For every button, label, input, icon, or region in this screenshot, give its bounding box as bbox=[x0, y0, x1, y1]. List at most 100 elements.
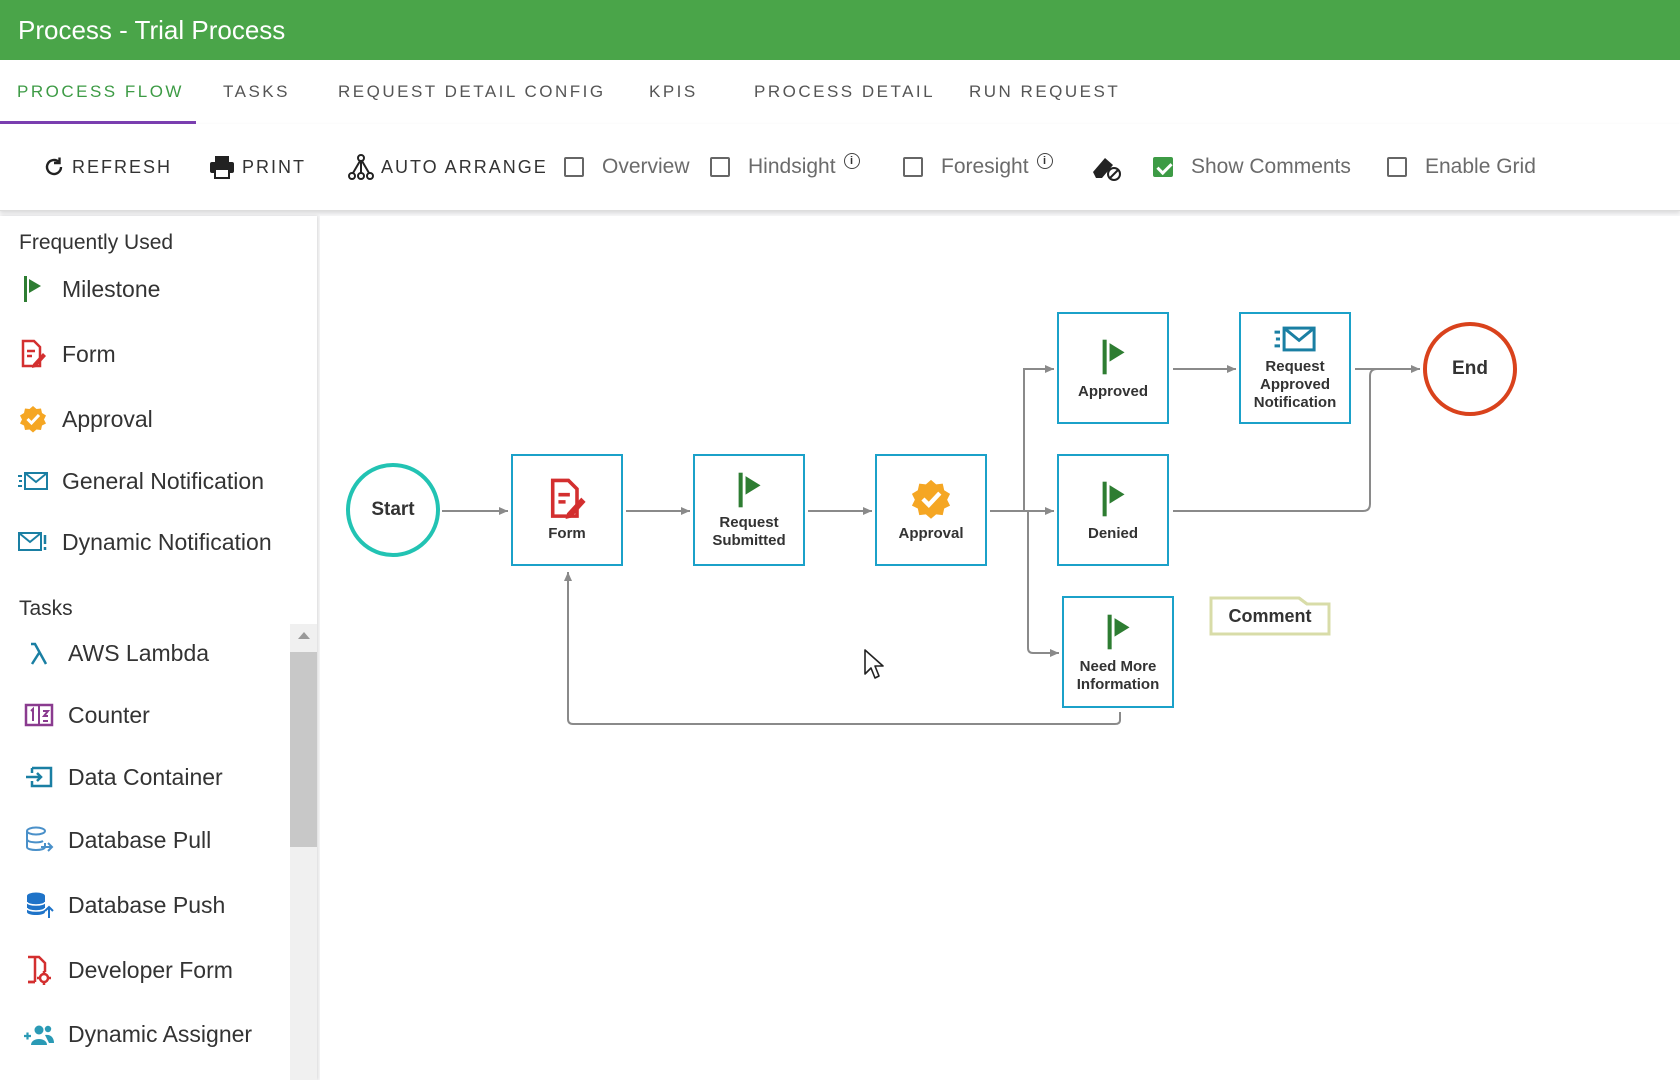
palette-item-label: Data Container bbox=[68, 763, 223, 790]
refresh-label: REFRESH bbox=[72, 156, 173, 177]
end-event[interactable]: End bbox=[1423, 322, 1517, 416]
palette-item-label: AWS Lambda bbox=[68, 639, 210, 666]
milestone-flag-icon bbox=[16, 272, 50, 306]
approval-badge-icon bbox=[911, 479, 951, 519]
node-label: Form bbox=[548, 525, 586, 542]
hindsight-toggle[interactable]: Hindsight i bbox=[710, 124, 860, 210]
start-event[interactable]: Start bbox=[346, 463, 440, 557]
dynamic-notification-icon bbox=[16, 525, 50, 559]
palette-item-dynamic-notification[interactable]: Dynamic Notification bbox=[16, 525, 272, 559]
connector-denied-end bbox=[1173, 368, 1390, 512]
palette-item-form[interactable]: Form bbox=[16, 337, 116, 371]
flow-connectors bbox=[442, 365, 1420, 725]
comment-label: Comment bbox=[1228, 605, 1312, 626]
connector-approval-needmore bbox=[1027, 511, 1059, 657]
form-icon bbox=[550, 478, 586, 519]
eraser-button[interactable] bbox=[1090, 124, 1122, 210]
foresight-label: Foresight bbox=[941, 155, 1029, 178]
refresh-button[interactable]: REFRESH bbox=[42, 124, 172, 210]
palette-item-approval[interactable]: Approval bbox=[16, 402, 153, 436]
palette-item-label: Milestone bbox=[62, 275, 161, 302]
tasks-title: Tasks bbox=[19, 597, 73, 620]
scroll-up-arrow-icon[interactable] bbox=[298, 632, 310, 639]
palette-item-milestone[interactable]: Milestone bbox=[16, 272, 160, 306]
lambda-icon bbox=[22, 636, 56, 670]
form-node[interactable]: Form bbox=[511, 454, 623, 566]
enable-grid-checkbox[interactable] bbox=[1387, 157, 1407, 177]
printer-icon bbox=[210, 156, 234, 179]
overview-toggle[interactable]: Overview bbox=[564, 124, 690, 210]
palette-item-data-container[interactable]: Data Container bbox=[22, 760, 223, 794]
palette-item-label: General Notification bbox=[62, 467, 264, 494]
page-title: Process - Trial Process bbox=[18, 14, 286, 45]
scrollbar-thumb[interactable] bbox=[290, 652, 317, 847]
developer-form-icon bbox=[22, 953, 56, 987]
print-label: PRINT bbox=[242, 156, 306, 177]
tab-tasks[interactable]: TASKS bbox=[223, 82, 290, 101]
node-label: Approval bbox=[898, 525, 964, 542]
palette-item-aws-lambda[interactable]: AWS Lambda bbox=[22, 636, 209, 670]
palette-item-developer-form[interactable]: Developer Form bbox=[22, 953, 233, 987]
show-comments-checkbox[interactable] bbox=[1153, 157, 1173, 177]
end-label: End bbox=[1452, 358, 1488, 379]
hindsight-checkbox[interactable] bbox=[710, 157, 730, 177]
palette-item-dynamic-assigner[interactable]: Dynamic Assigner bbox=[22, 1017, 252, 1051]
app-header: Process - Trial Process bbox=[0, 0, 1680, 60]
refresh-icon bbox=[45, 157, 63, 176]
tab-request-detail-config[interactable]: REQUEST DETAIL CONFIG bbox=[338, 82, 606, 101]
general-notification-icon bbox=[16, 464, 50, 498]
print-button[interactable]: PRINT bbox=[208, 124, 306, 210]
component-palette: Frequently Used Milestone Form Approval … bbox=[0, 216, 317, 1080]
show-comments-toggle[interactable]: Show Comments bbox=[1153, 124, 1351, 210]
data-container-icon bbox=[22, 760, 56, 794]
foresight-checkbox[interactable] bbox=[903, 157, 923, 177]
palette-item-label: Developer Form bbox=[68, 956, 233, 983]
tab-process-flow[interactable]: PROCESS FLOW bbox=[17, 82, 184, 101]
palette-item-database-pull[interactable]: Database Pull bbox=[22, 823, 211, 857]
tab-run-request[interactable]: RUN REQUEST bbox=[969, 82, 1121, 101]
approval-badge-icon bbox=[16, 402, 50, 436]
palette-item-general-notification[interactable]: General Notification bbox=[16, 464, 264, 498]
auto-arrange-button[interactable]: AUTO ARRANGE bbox=[347, 124, 548, 210]
node-label: Denied bbox=[1087, 525, 1138, 542]
palette-item-counter[interactable]: Counter bbox=[22, 698, 150, 732]
tab-kpis[interactable]: KPIS bbox=[649, 82, 698, 101]
foresight-toggle[interactable]: Foresight i bbox=[903, 124, 1053, 210]
palette-scrollbar[interactable] bbox=[290, 624, 317, 1080]
foresight-info-icon[interactable]: i bbox=[1036, 153, 1053, 169]
palette-item-label: Approval bbox=[62, 405, 153, 432]
palette-item-label: Dynamic Assigner bbox=[68, 1020, 253, 1047]
palette-item-label: Counter bbox=[68, 701, 150, 728]
overview-label: Overview bbox=[602, 155, 690, 178]
palette-item-database-push[interactable]: Database Push bbox=[22, 888, 225, 922]
database-push-icon bbox=[22, 888, 56, 922]
eraser-icon bbox=[1093, 158, 1121, 181]
node-label: Approved bbox=[1077, 383, 1148, 400]
comment-note[interactable]: Comment bbox=[1209, 596, 1331, 636]
tab-process-detail[interactable]: PROCESS DETAIL bbox=[754, 82, 936, 101]
overview-checkbox[interactable] bbox=[564, 157, 584, 177]
counter-icon bbox=[22, 698, 56, 732]
comment-note-shape bbox=[1209, 596, 1331, 636]
tab-bar: PROCESS FLOW TASKS REQUEST DETAIL CONFIG… bbox=[0, 60, 1680, 124]
denied-node[interactable]: Denied bbox=[1057, 454, 1169, 566]
milestone-flag-icon bbox=[738, 472, 761, 508]
hindsight-label: Hindsight bbox=[748, 155, 836, 178]
frequently-used-title: Frequently Used bbox=[19, 231, 174, 254]
milestone-flag-icon bbox=[1102, 339, 1125, 375]
show-comments-label: Show Comments bbox=[1191, 155, 1351, 178]
approval-node[interactable]: Approval bbox=[875, 454, 987, 566]
palette-item-label: Database Pull bbox=[68, 826, 212, 853]
enable-grid-toggle[interactable]: Enable Grid bbox=[1387, 124, 1536, 210]
auto-arrange-icon bbox=[348, 154, 374, 180]
hindsight-info-icon[interactable]: i bbox=[843, 153, 860, 169]
approved-node[interactable]: Approved bbox=[1057, 312, 1169, 424]
milestone-flag-icon bbox=[1107, 614, 1130, 650]
